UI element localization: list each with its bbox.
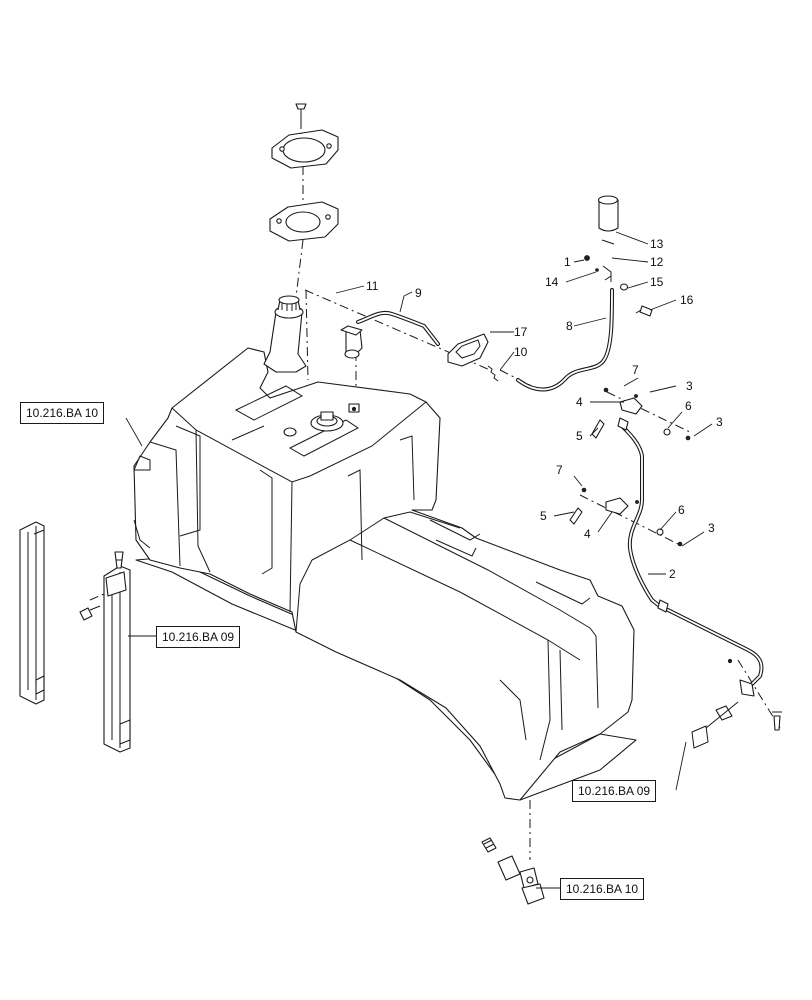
mounting-rail-right xyxy=(79,551,131,753)
callout-15: 15 xyxy=(650,275,664,289)
callout-14: 14 xyxy=(545,275,559,289)
callout-2: 2 xyxy=(669,567,676,581)
filler-screw xyxy=(295,103,307,120)
callout-1: 1 xyxy=(564,255,571,269)
reference-label-right: 10.216.BA 09 xyxy=(572,780,657,802)
callout-4: 4 xyxy=(584,527,591,541)
hose-clamp xyxy=(487,365,499,382)
callout-9: 9 xyxy=(415,286,422,300)
vent-hose xyxy=(356,311,440,346)
breather-filter xyxy=(597,195,619,282)
callout-13: 13 xyxy=(650,237,664,251)
fuel-line xyxy=(617,417,669,613)
breather-hose xyxy=(516,288,614,392)
callout-12: 12 xyxy=(650,255,664,269)
return-line xyxy=(666,608,782,749)
callout-5: 5 xyxy=(540,509,547,523)
filler-neck xyxy=(263,295,307,373)
callout-16: 16 xyxy=(680,293,694,307)
callout-10: 10 xyxy=(514,345,528,359)
callout-3: 3 xyxy=(708,521,715,535)
reference-label-mid-left: 10.216.BA 09 xyxy=(156,626,241,648)
callout-6: 6 xyxy=(678,503,685,517)
callout-6: 6 xyxy=(685,399,692,413)
callout-8: 8 xyxy=(566,319,573,333)
drain-fittings xyxy=(481,837,545,905)
mounting-gasket-upper xyxy=(271,129,339,169)
line-clamps xyxy=(569,387,691,547)
elbow-fitting xyxy=(340,325,363,359)
callout-3: 3 xyxy=(716,415,723,429)
leader-lines xyxy=(125,231,713,889)
breather-hardware xyxy=(584,255,653,317)
fuel-tank xyxy=(133,347,637,801)
callout-3: 3 xyxy=(686,379,693,393)
callout-4: 4 xyxy=(576,395,583,409)
grommet xyxy=(447,333,489,367)
callout-7: 7 xyxy=(632,363,639,377)
callout-17: 17 xyxy=(514,325,528,339)
reference-label-bottom: 10.216.BA 10 xyxy=(560,878,645,900)
fuel-sender xyxy=(283,403,360,437)
reference-label-top-left: 10.216.BA 10 xyxy=(20,402,105,424)
callout-7: 7 xyxy=(556,463,563,477)
callout-5: 5 xyxy=(576,429,583,443)
mounting-rail-left xyxy=(19,521,45,705)
callout-11: 11 xyxy=(366,279,379,293)
mounting-gasket-lower xyxy=(269,201,339,242)
callout-numbers: 1 2 3 3 3 4 4 5 5 6 6 7 7 8 9 10 11 12 1… xyxy=(366,237,723,581)
